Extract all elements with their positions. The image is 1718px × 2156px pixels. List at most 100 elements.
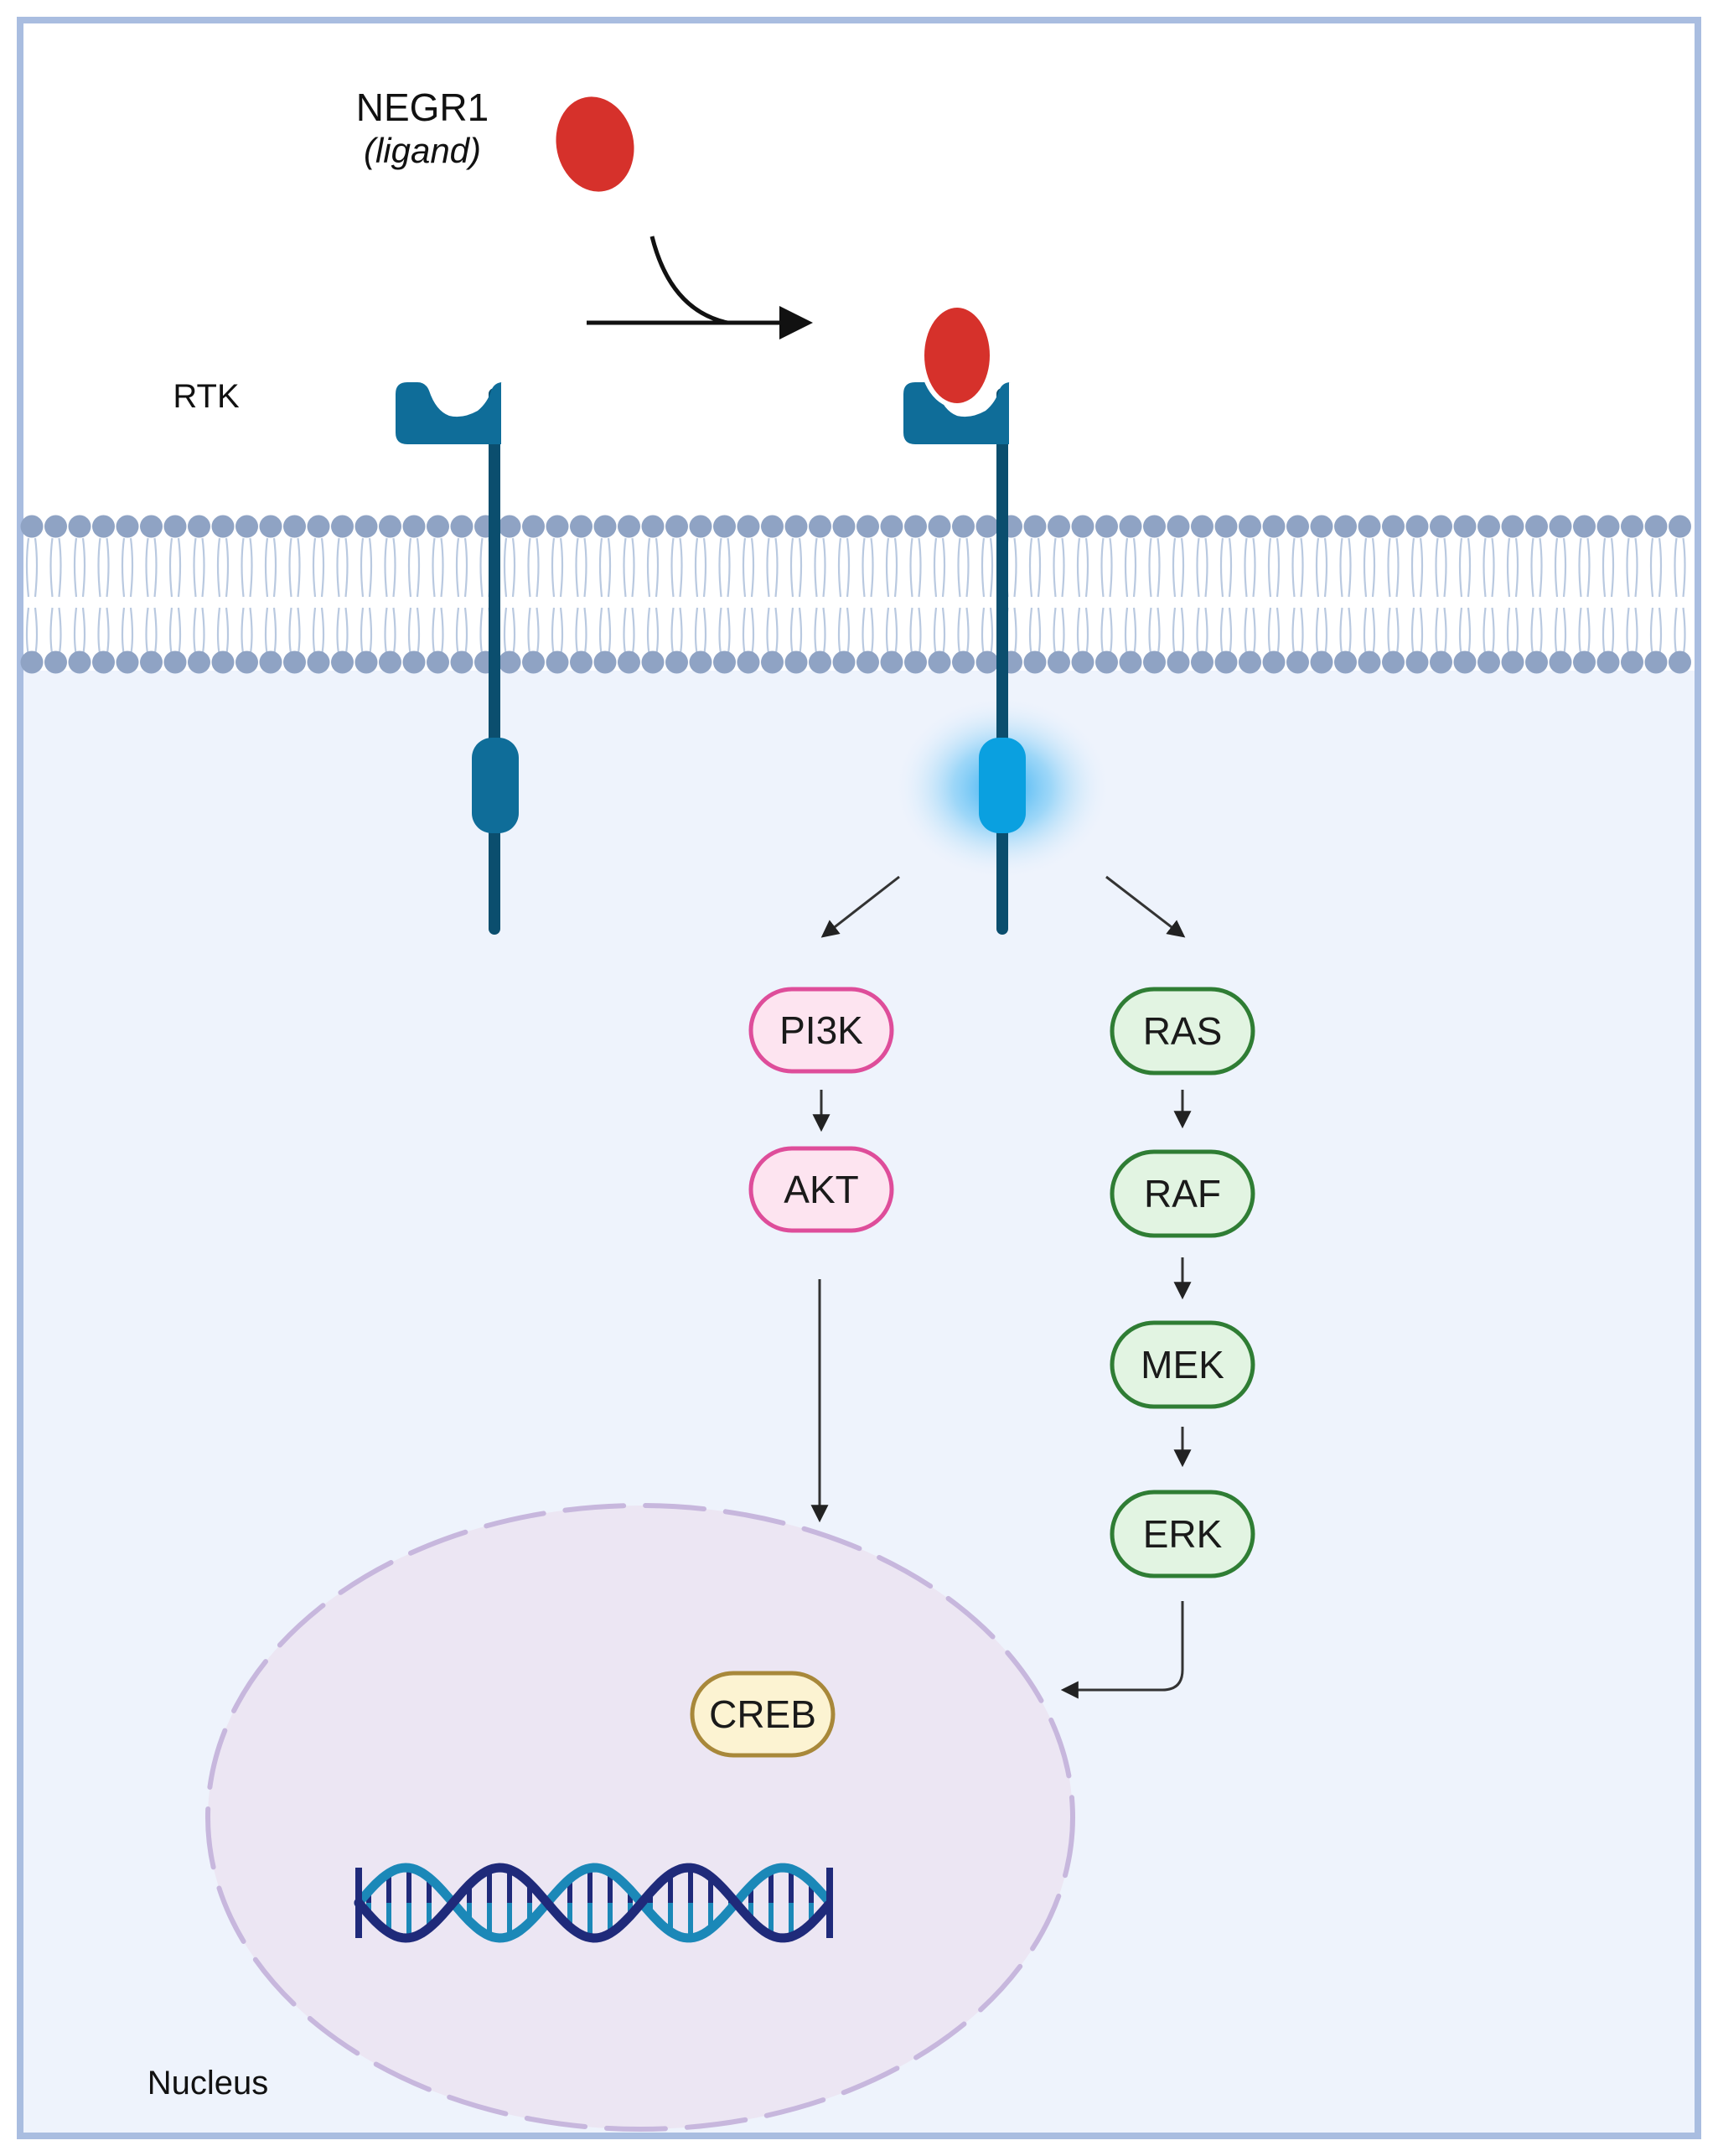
lipid-head <box>211 650 235 674</box>
lipid-tail <box>1148 537 1161 656</box>
mek-pill <box>1110 1320 1255 1409</box>
lipid-head <box>546 650 569 674</box>
lipid-tail <box>1506 537 1519 656</box>
lipid-head <box>116 650 139 674</box>
lipid-head <box>1167 515 1190 538</box>
erk-label: ERK <box>1143 1512 1223 1556</box>
lipid-head <box>713 650 736 674</box>
lipid-tail <box>694 537 707 656</box>
node-mek: MEK <box>1110 1320 1255 1409</box>
lipid-head <box>1525 515 1548 538</box>
lipid-head <box>641 515 665 538</box>
lipid-head <box>570 650 593 674</box>
lipid-head <box>1334 515 1357 538</box>
lipid-head <box>379 650 401 674</box>
lipid-tail <box>1219 537 1233 656</box>
lipid-head <box>975 515 999 538</box>
node-raf: RAF <box>1110 1149 1255 1238</box>
receptor-binding-domain-active <box>903 382 1011 444</box>
lipid-head <box>1023 515 1047 538</box>
branch-arrow-ras <box>1105 875 1186 938</box>
dna-helix <box>354 1863 833 1943</box>
lipid-head <box>235 515 258 538</box>
lipid-head <box>1191 515 1213 538</box>
frame-border <box>17 17 1701 2139</box>
lipid-tail <box>909 537 922 656</box>
lipid-tail <box>216 537 230 656</box>
lipid-tail <box>598 537 612 656</box>
lipid-head <box>1596 515 1620 538</box>
lipid-tail <box>97 537 110 656</box>
lipid-head <box>1239 515 1261 538</box>
lipid-tail <box>814 537 826 656</box>
lipid-head <box>1405 650 1429 674</box>
lipid-tail <box>25 537 39 656</box>
lipid-head <box>737 650 760 674</box>
lipid-head <box>880 650 903 674</box>
lipid-head <box>689 515 712 538</box>
lipid-tail <box>73 537 86 656</box>
lipid-tail <box>957 537 970 656</box>
lipid-head <box>1095 515 1118 538</box>
lipid-head <box>1549 650 1572 674</box>
lipid-tail <box>360 537 373 656</box>
lipid-head <box>307 515 330 538</box>
lipid-head <box>402 515 426 538</box>
lipid-head <box>713 515 736 538</box>
lipid-head <box>1143 515 1166 538</box>
lipid-tail <box>1410 537 1424 656</box>
lipid-head <box>1334 650 1357 674</box>
node-pi3k: PI3K <box>748 987 894 1074</box>
lipid-tail <box>432 537 444 656</box>
lipid-head <box>1621 515 1643 538</box>
lipid-tail <box>981 537 994 656</box>
lipid-tail <box>1315 537 1328 656</box>
lipid-tail <box>1267 537 1281 656</box>
lipid-head <box>259 650 282 674</box>
lipid-tail <box>789 537 803 656</box>
lipid-head <box>259 515 282 538</box>
lipid-tail <box>1363 537 1376 656</box>
mek-label: MEK <box>1141 1343 1224 1386</box>
lipid-tail <box>646 537 660 656</box>
lipid-tail <box>1483 537 1495 656</box>
lipid-head <box>832 515 856 538</box>
lipid-head <box>1477 515 1500 538</box>
lipid-head <box>1596 650 1620 674</box>
lipid-tail <box>1387 537 1400 656</box>
lipid-tail <box>1554 537 1567 656</box>
lipid-tail <box>623 537 635 656</box>
pi3k-pill <box>748 987 894 1074</box>
lipid-head <box>354 515 378 538</box>
lipid-head <box>92 650 115 674</box>
lipid-head <box>593 515 617 538</box>
lipid-tail <box>1435 537 1447 656</box>
lipid-head <box>1573 650 1596 674</box>
lipid-head <box>1143 650 1166 674</box>
lipid-head <box>92 515 115 538</box>
lipid-tail <box>1291 537 1304 656</box>
lipid-head <box>44 515 67 538</box>
lipid-head <box>856 515 879 538</box>
lipid-tail <box>1100 537 1113 656</box>
ras-pill <box>1110 987 1255 1075</box>
lipid-head <box>1095 650 1118 674</box>
lipid-head <box>618 515 640 538</box>
lipid-tail <box>1244 537 1256 656</box>
lipid-head <box>1214 650 1238 674</box>
lipid-head <box>1501 515 1524 538</box>
lipid-tail <box>527 537 540 656</box>
lipid-head <box>354 650 378 674</box>
lipid-head <box>379 515 401 538</box>
lipid-tail <box>837 537 851 656</box>
lipid-head <box>1382 650 1405 674</box>
lipid-head <box>188 515 210 538</box>
lipid-head <box>1621 650 1643 674</box>
lipid-tail <box>168 537 182 656</box>
lipid-tail <box>670 537 683 656</box>
dna-strand <box>354 1863 833 1943</box>
creb-pill <box>690 1671 836 1758</box>
lipid-head <box>928 515 951 538</box>
lipid-tail <box>1674 537 1686 656</box>
lipid-head <box>1310 515 1333 538</box>
